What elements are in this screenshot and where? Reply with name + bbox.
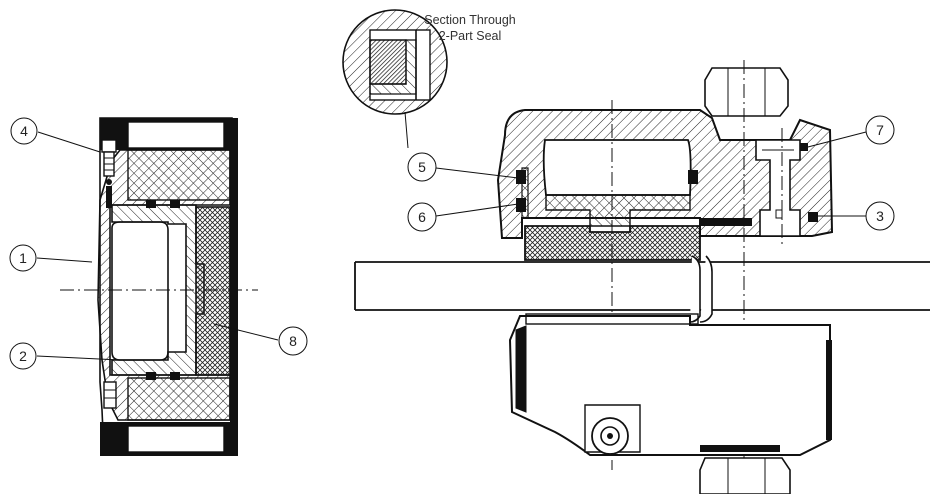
svg-text:3: 3: [876, 208, 884, 224]
bolt-head-top: [704, 67, 789, 117]
seal-detail-circle: [342, 9, 448, 115]
upper-cavity: [542, 139, 692, 196]
callout-1: 1: [9, 244, 93, 272]
caption-line-2: 2-Part Seal: [439, 29, 502, 43]
callout-4: 4: [10, 117, 101, 153]
callout-3: 3: [818, 201, 895, 231]
lubrication-fitting: [591, 417, 629, 455]
callout-7: 7: [803, 115, 895, 149]
lower-packing: [524, 225, 701, 261]
callout-8: 8: [213, 323, 308, 356]
callout-6: 6: [407, 202, 519, 232]
svg-text:6: 6: [418, 209, 426, 225]
seal-part-upper: [369, 39, 407, 85]
packing-ring: [195, 206, 231, 376]
svg-text:4: 4: [20, 123, 28, 139]
grease-fitting: [101, 139, 117, 208]
right-assembly-view: [354, 60, 930, 494]
left-section-view: [60, 117, 258, 456]
callout-5: 5: [404, 111, 519, 182]
inner-cavity: [111, 221, 169, 361]
shaft: [354, 261, 930, 311]
svg-text:1: 1: [19, 250, 27, 266]
bolt-head-bottom: [699, 457, 791, 494]
svg-text:2: 2: [19, 348, 27, 364]
callout-2: 2: [9, 342, 121, 370]
svg-text:8: 8: [289, 333, 297, 349]
svg-text:7: 7: [876, 122, 884, 138]
caption-line-1: Section Through: [424, 13, 516, 27]
svg-text:5: 5: [418, 159, 426, 175]
lower-housing: [508, 315, 831, 456]
socket-bolt: [755, 139, 801, 237]
